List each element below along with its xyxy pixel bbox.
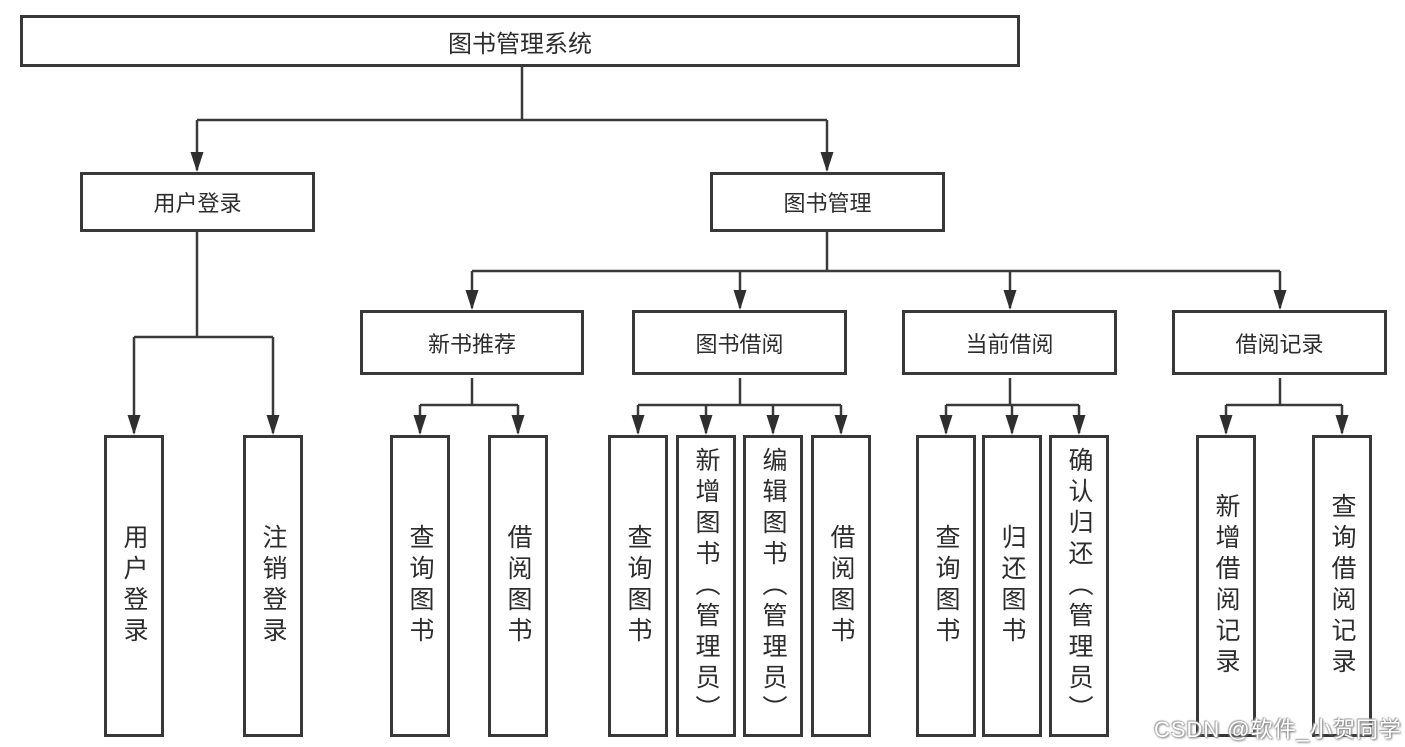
node-leaf-nbr-query-books: 查询图书 bbox=[390, 435, 450, 737]
node-book-management: 图书管理 bbox=[710, 172, 945, 232]
node-root-system: 图书管理系统 bbox=[20, 15, 1020, 67]
node-leaf-bb-query-books: 查询图书 bbox=[608, 435, 668, 737]
node-borrowing-records: 借阅记录 bbox=[1172, 310, 1387, 375]
node-leaf-bb-add-books-admin: 新增图书（管理员） bbox=[676, 435, 736, 737]
node-leaf-cb-return-books: 归还图书 bbox=[982, 435, 1042, 737]
node-current-borrowing: 当前借阅 bbox=[902, 310, 1117, 375]
node-user-login: 用户登录 bbox=[80, 172, 315, 232]
node-leaf-br-query-record: 查询借阅记录 bbox=[1312, 435, 1372, 737]
node-leaf-user-login: 用户登录 bbox=[104, 435, 164, 737]
node-new-book-recommend: 新书推荐 bbox=[360, 310, 584, 375]
node-leaf-bb-edit-books-admin: 编辑图书（管理员） bbox=[743, 435, 803, 737]
node-book-borrowing: 图书借阅 bbox=[632, 310, 847, 375]
node-leaf-cb-query-books: 查询图书 bbox=[916, 435, 976, 737]
connector-arrows bbox=[127, 120, 1349, 435]
node-leaf-nbr-borrow-books: 借阅图书 bbox=[488, 435, 548, 737]
node-leaf-cb-confirm-return-admin: 确认归还（管理员） bbox=[1049, 435, 1109, 737]
node-leaf-br-add-record: 新增借阅记录 bbox=[1196, 435, 1256, 737]
connector-trunks bbox=[134, 67, 1342, 407]
csdn-watermark: CSDN @软件_小贺同学 bbox=[1153, 717, 1402, 742]
node-leaf-bb-borrow-books: 借阅图书 bbox=[811, 435, 871, 737]
node-leaf-logout: 注销登录 bbox=[243, 435, 303, 737]
